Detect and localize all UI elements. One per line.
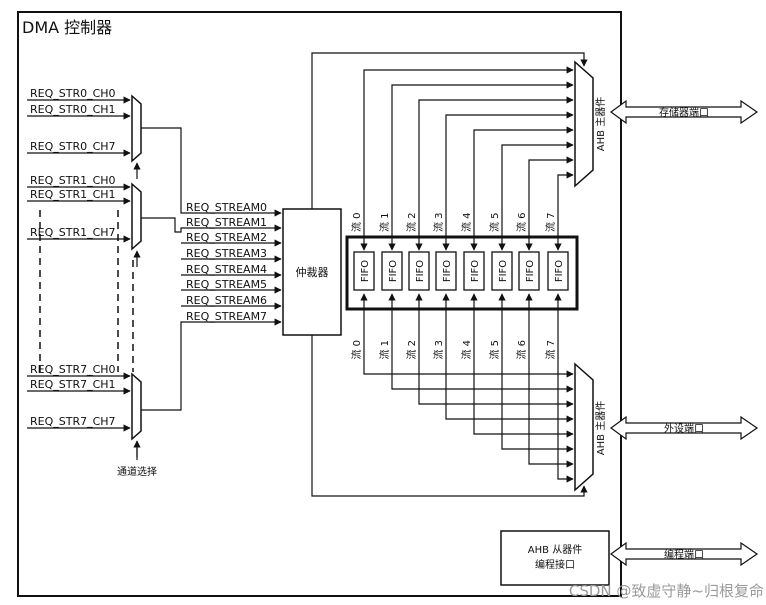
stream-bottom-label: 流 1 [378, 340, 391, 360]
fifo-to-memory-line [415, 96, 574, 251]
stream-bottom-label: 流 5 [488, 340, 501, 360]
channel-mux [131, 94, 142, 163]
stream-bottom-label: 流 0 [350, 340, 363, 360]
ahb-master-bottom-label: AHB 主器件 [595, 401, 607, 455]
fifo-cell [491, 251, 513, 291]
stream-label: REQ_STREAM0 [186, 201, 267, 214]
memory-port-arrow [609, 99, 759, 125]
stream-label: REQ_STREAM1 [186, 216, 267, 229]
fifo-to-memory-line [470, 126, 574, 251]
memory-port-label: 存储器端口 [659, 106, 709, 119]
stream-bottom-label: 流 6 [515, 340, 528, 360]
fifo-cell [353, 251, 375, 291]
ahb-master-mux-top [574, 60, 594, 188]
arbiter-to-memory-mux-line [311, 52, 588, 209]
fifo-label: FIFO [470, 260, 481, 282]
stream-top-label: 流 1 [378, 212, 391, 232]
stream-label: REQ_STREAM7 [186, 310, 267, 323]
mux-input-label: REQ_STR7_CH7 [30, 415, 116, 428]
stream-top-label: 流 5 [488, 212, 501, 232]
arbiter-label: 仲裁器 [296, 265, 329, 279]
stream-label: REQ_STREAM6 [186, 294, 267, 307]
fifo-to-peripheral-line [554, 293, 574, 483]
mux-input-label: REQ_STR7_CH0 [30, 363, 116, 376]
ahb-master-mux-bottom [574, 362, 594, 492]
programming-port-label: 编程端口 [664, 548, 704, 561]
stream-connections: 流 0 流 0 流 1 流 1 流 2 流 2 流 3 流 3 流 4 流 4 流 5 流 5 流 6 流… [311, 52, 588, 497]
stream-bottom-label: 流 3 [432, 340, 445, 360]
stream-top-label: 流 3 [432, 212, 445, 232]
fifo-to-peripheral-line [498, 293, 574, 453]
stream-request-lines: REQ_STREAM0REQ_STREAM1REQ_STREAM2REQ_STR… [141, 127, 282, 411]
fifo-to-memory-line [525, 156, 574, 251]
channel-mux [131, 182, 142, 251]
ahb-slave-line1: AHB 从器件 [528, 544, 582, 556]
channel-mux [131, 372, 142, 441]
stream0-line [141, 127, 282, 217]
channel-multiplexers: REQ_STR0_CH0REQ_STR0_CH1REQ_STR0_CH7REQ_… [27, 87, 142, 460]
stream-bottom-label: 流 4 [460, 340, 473, 360]
stream-top-label: 流 0 [350, 212, 363, 232]
ahb-slave-line2: 编程接口 [535, 558, 575, 571]
mux-input-label: REQ_STR0_CH0 [30, 87, 116, 100]
fifo-cell [408, 251, 430, 291]
fifo-cell [518, 251, 540, 291]
ahb-master-top-label: AHB 主器件 [595, 97, 607, 151]
stream-top-label: 流 4 [460, 212, 473, 232]
fifo-label: FIFO [388, 260, 399, 282]
stream-bottom-label: 流 2 [405, 340, 418, 360]
fifo-cell [435, 251, 457, 291]
fifo-cell [547, 251, 569, 291]
dma-controller-frame [17, 11, 622, 597]
ahb-slave-box [500, 530, 610, 586]
diagram-title: DMA 控制器 [22, 18, 112, 37]
mux-input-label: REQ_STR0_CH1 [30, 103, 116, 116]
stream-top-label: 流 2 [405, 212, 418, 232]
fifo-label: FIFO [525, 260, 536, 282]
fifo-cell [381, 251, 403, 291]
fifo-to-memory-line [388, 81, 574, 251]
arbiter-to-peripheral-mux-line [311, 335, 588, 497]
mux-input-label: REQ_STR0_CH7 [30, 140, 116, 153]
fifo-to-memory-line [554, 171, 574, 251]
csdn-watermark: CSDN @致虚守静~归根复命 [569, 582, 764, 600]
mux-input-label: REQ_STR7_CH1 [30, 378, 116, 391]
peripheral-port-arrow [609, 415, 759, 441]
stream7-line [141, 318, 282, 411]
stream-label: REQ_STREAM4 [186, 263, 267, 276]
stream-label: REQ_STREAM5 [186, 278, 267, 291]
stream1-line [141, 217, 282, 233]
fifo-label: FIFO [415, 260, 426, 282]
stream-bottom-label: 流 7 [544, 340, 557, 360]
fifo-label: FIFO [360, 260, 371, 282]
mux-input-label: REQ_STR1_CH0 [30, 174, 116, 187]
fifo-to-memory-line [498, 141, 574, 251]
fifo-to-memory-line [360, 66, 574, 251]
fifo-list: FIFO FIFO FIFO FIFO FIFO FIFO FIFO FIFO [353, 251, 569, 291]
fifo-label: FIFO [554, 260, 565, 282]
peripheral-port-label: 外设端口 [664, 422, 704, 435]
mux-input-label: REQ_STR1_CH7 [30, 226, 116, 239]
fifo-label: FIFO [498, 260, 509, 282]
fifo-label: FIFO [442, 260, 453, 282]
fifo-to-memory-line [442, 111, 574, 251]
stream-top-label: 流 6 [515, 212, 528, 232]
fifo-to-peripheral-line [525, 293, 574, 468]
stream-label: REQ_STREAM2 [186, 231, 267, 244]
stream-top-label: 流 7 [544, 212, 557, 232]
stream-label: REQ_STREAM3 [186, 247, 267, 260]
fifo-cell [463, 251, 485, 291]
channel-select-label: 通道选择 [117, 465, 157, 478]
programming-port-arrow [609, 541, 759, 567]
mux-input-label: REQ_STR1_CH1 [30, 188, 116, 201]
